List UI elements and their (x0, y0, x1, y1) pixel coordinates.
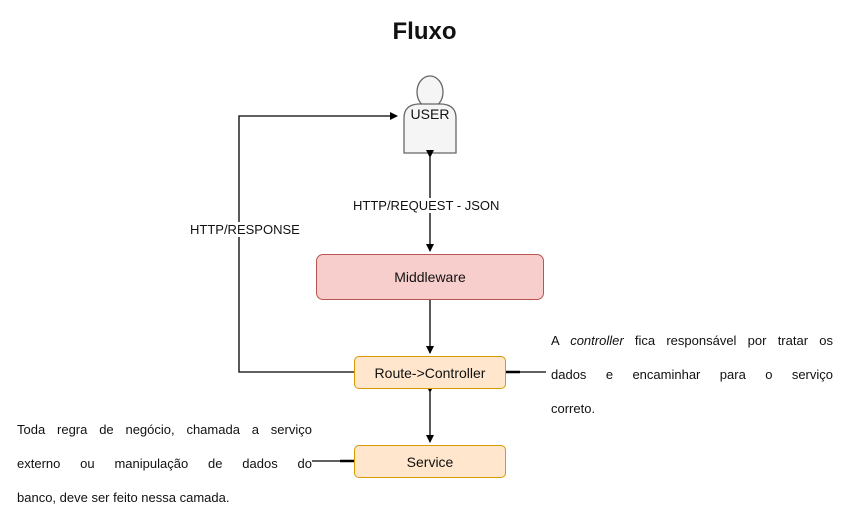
controller-note-line-3: correto. (551, 401, 596, 416)
controller-note-line-2: dados e encaminhar para o serviço (551, 367, 833, 382)
service-note-line-3: banco, deve ser feito nessa camada. (17, 490, 230, 505)
controller-note-line-1-rest: fica responsável por tratar os (623, 333, 833, 348)
service-note-line-2: externo ou manipulação de dados do (17, 456, 312, 471)
response-edge (238, 112, 398, 373)
service-label: Service (406, 453, 454, 470)
middleware-label: Middleware (394, 269, 466, 285)
controller-node: Route->Controller (354, 356, 506, 389)
service-note-line-1: Toda regra de negócio, chamada a serviço (17, 422, 312, 437)
diagram-title: Fluxo (392, 18, 457, 45)
service-node: Service (354, 445, 506, 478)
user-label: USER (410, 106, 450, 122)
service-note: Toda regra de negócio, chamada a serviço… (17, 413, 312, 515)
response-edge-label: HTTP/RESPONSE (190, 222, 300, 237)
controller-note: A controller fica responsável por tratar… (551, 324, 833, 426)
controller-note-line-1: A controller fica responsável por tratar… (551, 324, 833, 358)
middleware-node: Middleware (316, 254, 544, 300)
user-actor-icon (403, 75, 457, 154)
request-edge-label: HTTP/REQUEST - JSON (353, 198, 500, 213)
controller-note-emphasis: controller (570, 333, 624, 348)
controller-label: Route->Controller (374, 364, 486, 381)
controller-note-prefix: A (551, 333, 571, 348)
